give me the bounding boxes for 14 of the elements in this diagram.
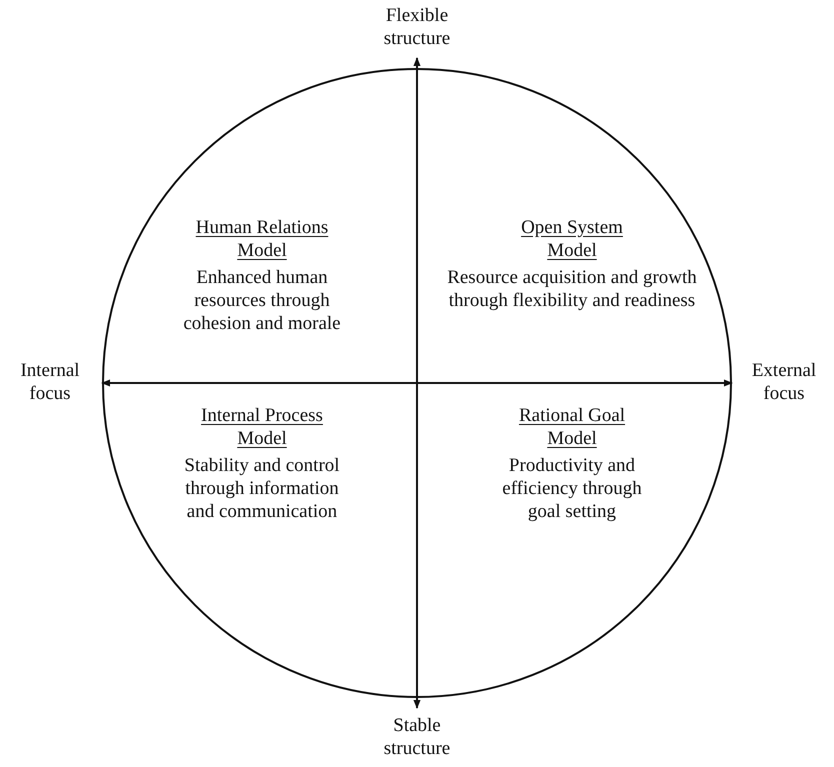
axis-end-label: External focus [750, 359, 818, 405]
axis-arrow [101, 379, 733, 387]
axis-end-label: Internal focus [19, 359, 81, 405]
axis-end-label: Flexible structure [382, 4, 452, 50]
quadrant-heading: Internal Process Model [200, 404, 324, 450]
quadrant-description: Enhanced human resources through cohesion and morale [182, 266, 342, 335]
quadrant-heading: Open System Model [520, 216, 624, 262]
axis-arrow [413, 57, 421, 709]
quadrant-description: Stability and control through information and communication [183, 454, 341, 523]
quadrant-heading: Human Relations Model [194, 216, 330, 262]
axis-end-label: Stable structure [382, 714, 452, 760]
quadrant-description: Resource acquisition and growth through flexibility and readiness [446, 266, 698, 312]
quadrant-description: Productivity and efficiency through goal setting [501, 454, 643, 523]
quadrant-heading: Rational Goal Model [518, 404, 626, 450]
